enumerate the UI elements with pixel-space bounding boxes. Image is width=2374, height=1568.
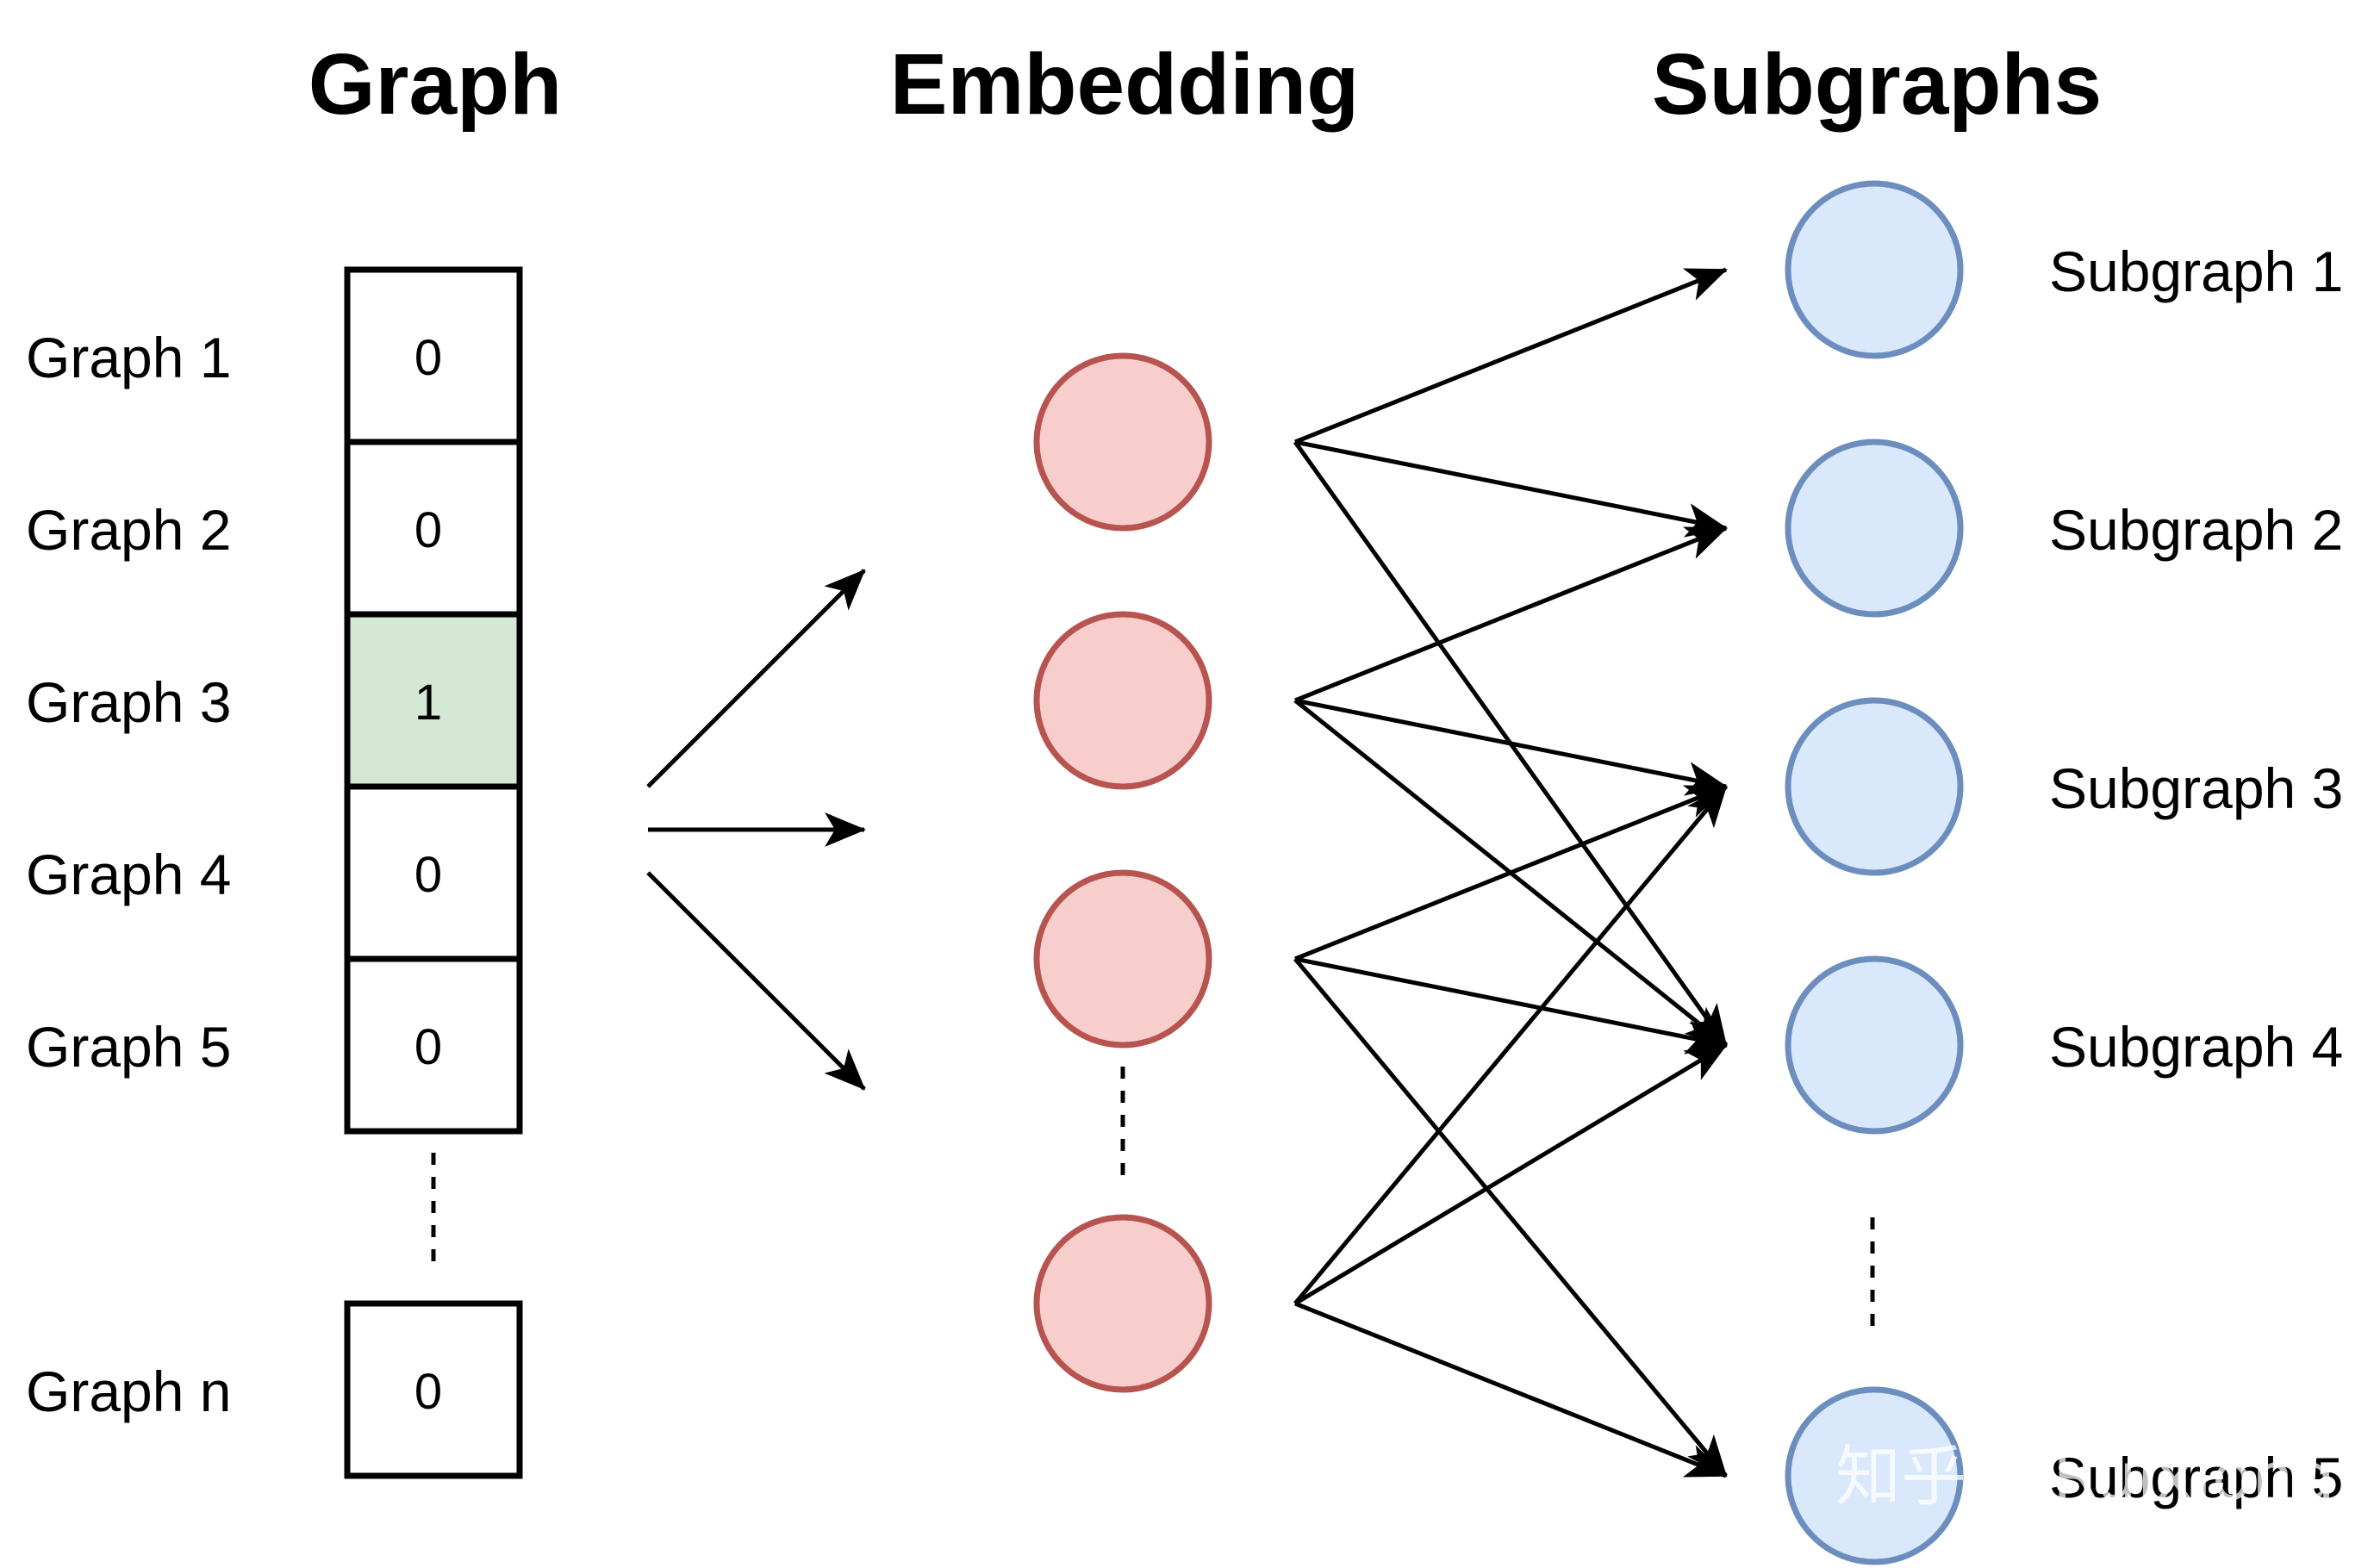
graph-cell-5: [344, 955, 523, 1135]
subgraph-nodes: Subgraph 1 Subgraph 2 Subgraph 3 Subgrap…: [1785, 180, 2343, 1565]
subgraph-label-3: Subgraph 3: [2049, 756, 2343, 820]
graph-vector: 0 0 1 0 0 0 Graph 1 Graph 2 Graph 3 Grap…: [26, 266, 523, 1479]
connection-e3-s5: [1293, 957, 1728, 1478]
subgraph-node-2: [1785, 439, 1964, 618]
heading-graph: Graph: [308, 36, 562, 133]
graph-cell-n: [344, 1300, 523, 1479]
arrow-down: [646, 871, 866, 1091]
graph-cell-4: [344, 783, 523, 962]
subgraph-label-4: Subgraph 4: [2049, 1015, 2343, 1079]
graph-label-2: Graph 2: [26, 498, 231, 562]
connection-e2-s2: [1294, 526, 1728, 703]
graph-cell-2-value: 0: [414, 502, 442, 558]
graph-cell-5-value: 0: [414, 1019, 442, 1075]
subgraph-label-5: Subgraph 5: [2049, 1446, 2343, 1509]
connection-e2-s3: [1294, 698, 1728, 796]
graph-label-n: Graph n: [26, 1360, 231, 1423]
connection-e1-s2: [1294, 439, 1728, 538]
heading-subgraphs: Subgraphs: [1652, 36, 2102, 133]
embedding-to-subgraph-arrows: [1293, 267, 1729, 1478]
subgraph-node-5: [1785, 1386, 1964, 1565]
connection-en-s5: [1294, 1301, 1728, 1478]
connection-en-s3: [1293, 785, 1728, 1305]
graph-cell-4-value: 0: [414, 847, 442, 903]
embedding-node-2: [1033, 611, 1212, 790]
connection-en-s4: [1293, 1042, 1728, 1306]
subgraph-node-3: [1785, 697, 1964, 876]
subgraph-node-4: [1785, 955, 1964, 1135]
connection-e3-s3: [1294, 784, 1728, 961]
embedding-node-1: [1033, 352, 1212, 532]
graph-label-5: Graph 5: [26, 1015, 231, 1079]
subgraph-label-1: Subgraph 1: [2049, 240, 2343, 303]
watermark: 知乎 @Ruixiong: [1835, 1438, 2335, 1515]
embedding-nodes: [1033, 352, 1212, 1393]
graph-cell-1: [344, 266, 523, 445]
subgraph-label-2: Subgraph 2: [2049, 498, 2343, 562]
graph-label-1: Graph 1: [26, 326, 231, 389]
graph-cell-n-value: 0: [414, 1364, 442, 1420]
connection-e3-s4: [1294, 956, 1728, 1055]
embedding-node-3: [1033, 869, 1212, 1048]
graph-to-embedding-arrows: [646, 569, 866, 1091]
graph-label-3: Graph 3: [26, 670, 231, 734]
graph-cell-1-value: 0: [414, 330, 442, 386]
arrow-up: [646, 569, 866, 788]
graph-label-4: Graph 4: [26, 843, 231, 906]
heading-embedding: Embedding: [890, 36, 1359, 133]
subgraph-node-1: [1785, 180, 1964, 359]
graph-cell-3-value: 1: [414, 675, 442, 731]
embedding-node-n: [1033, 1214, 1212, 1393]
connection-e1-s1: [1294, 267, 1728, 445]
